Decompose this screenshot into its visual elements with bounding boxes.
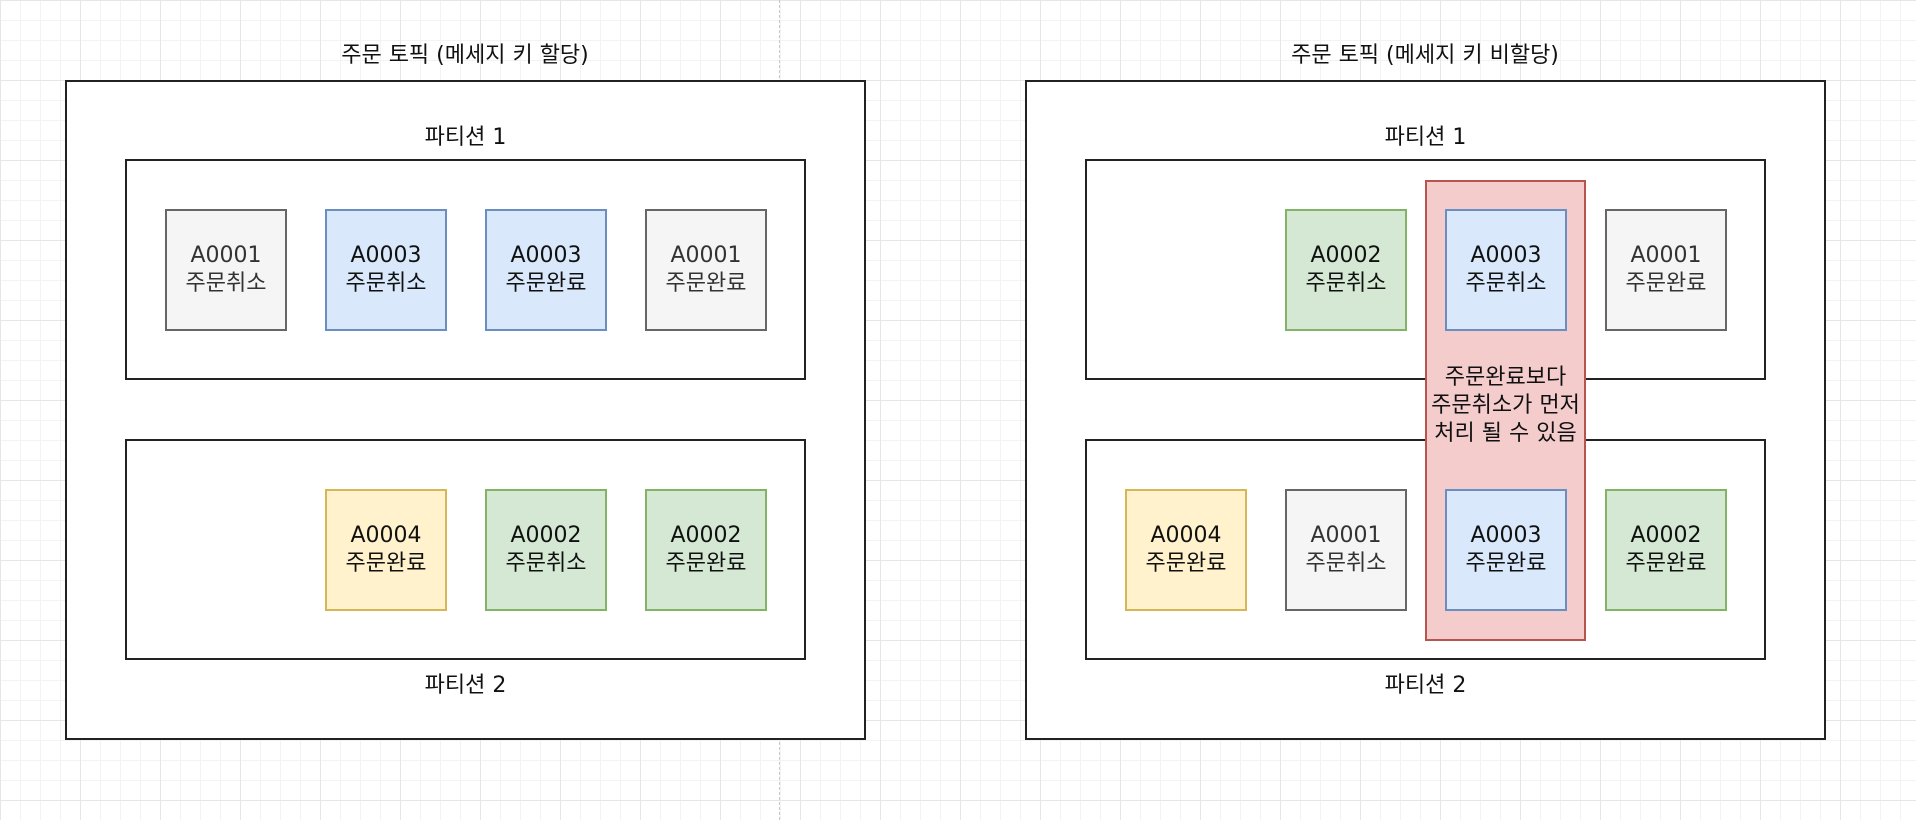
message-key: A0001 (670, 243, 742, 268)
message-box: A0003 주문완료 (485, 209, 607, 331)
message-status: 주문완료 (1145, 551, 1227, 576)
message-key: A0002 (670, 523, 742, 548)
message-key: A0002 (1310, 243, 1382, 268)
message-status: 주문취소 (1465, 271, 1547, 296)
message-status: 주문취소 (185, 271, 267, 296)
message-status: 주문완료 (1625, 551, 1707, 576)
note-line: 주문취소가 먼저 (1431, 393, 1580, 418)
message-box: A0002 주문취소 (485, 489, 607, 611)
note-line: 주문완료보다 (1444, 365, 1567, 390)
message-status: 주문완료 (665, 551, 747, 576)
message-key: A0003 (1470, 523, 1542, 548)
message-box: A0002 주문완료 (645, 489, 767, 611)
message-box: A0001 주문완료 (645, 209, 767, 331)
message-box: A0003 주문완료 (1445, 489, 1567, 611)
left-topic-title: 주문 토픽 (메세지 키 할당) (341, 43, 589, 68)
message-key: A0002 (510, 523, 582, 548)
message-status: 주문취소 (505, 551, 587, 576)
message-status: 주문완료 (505, 271, 587, 296)
message-box: A0001 주문취소 (165, 209, 287, 331)
message-status: 주문완료 (1465, 551, 1547, 576)
message-status: 주문완료 (665, 271, 747, 296)
left-partition2-label: 파티션 2 (424, 673, 507, 698)
right-partition2-label: 파티션 2 (1384, 673, 1467, 698)
message-key: A0002 (1630, 523, 1702, 548)
message-status: 주문취소 (345, 271, 427, 296)
right-partition1-label: 파티션 1 (1384, 125, 1467, 150)
message-status: 주문취소 (1305, 271, 1387, 296)
message-box: A0001 주문취소 (1285, 489, 1407, 611)
right-topic-title: 주문 토픽 (메세지 키 비할당) (1291, 43, 1559, 68)
message-box: A0004 주문완료 (325, 489, 447, 611)
message-status: 주문완료 (1625, 271, 1707, 296)
message-box: A0001 주문완료 (1605, 209, 1727, 331)
left-partition1-label: 파티션 1 (424, 125, 507, 150)
message-key: A0003 (510, 243, 582, 268)
message-status: 주문완료 (345, 551, 427, 576)
note-line: 처리 될 수 있음 (1434, 421, 1577, 446)
message-key: A0003 (1470, 243, 1542, 268)
message-key: A0003 (350, 243, 422, 268)
message-key: A0004 (1150, 523, 1222, 548)
message-box: A0003 주문취소 (1445, 209, 1567, 331)
message-key: A0001 (1630, 243, 1702, 268)
message-key: A0001 (190, 243, 262, 268)
out-of-order-note: 주문완료보다 주문취소가 먼저 처리 될 수 있음 (1425, 364, 1586, 448)
message-box: A0002 주문취소 (1285, 209, 1407, 331)
message-box: A0003 주문취소 (325, 209, 447, 331)
message-status: 주문취소 (1305, 551, 1387, 576)
message-box: A0002 주문완료 (1605, 489, 1727, 611)
message-key: A0001 (1310, 523, 1382, 548)
message-key: A0004 (350, 523, 422, 548)
message-box: A0004 주문완료 (1125, 489, 1247, 611)
